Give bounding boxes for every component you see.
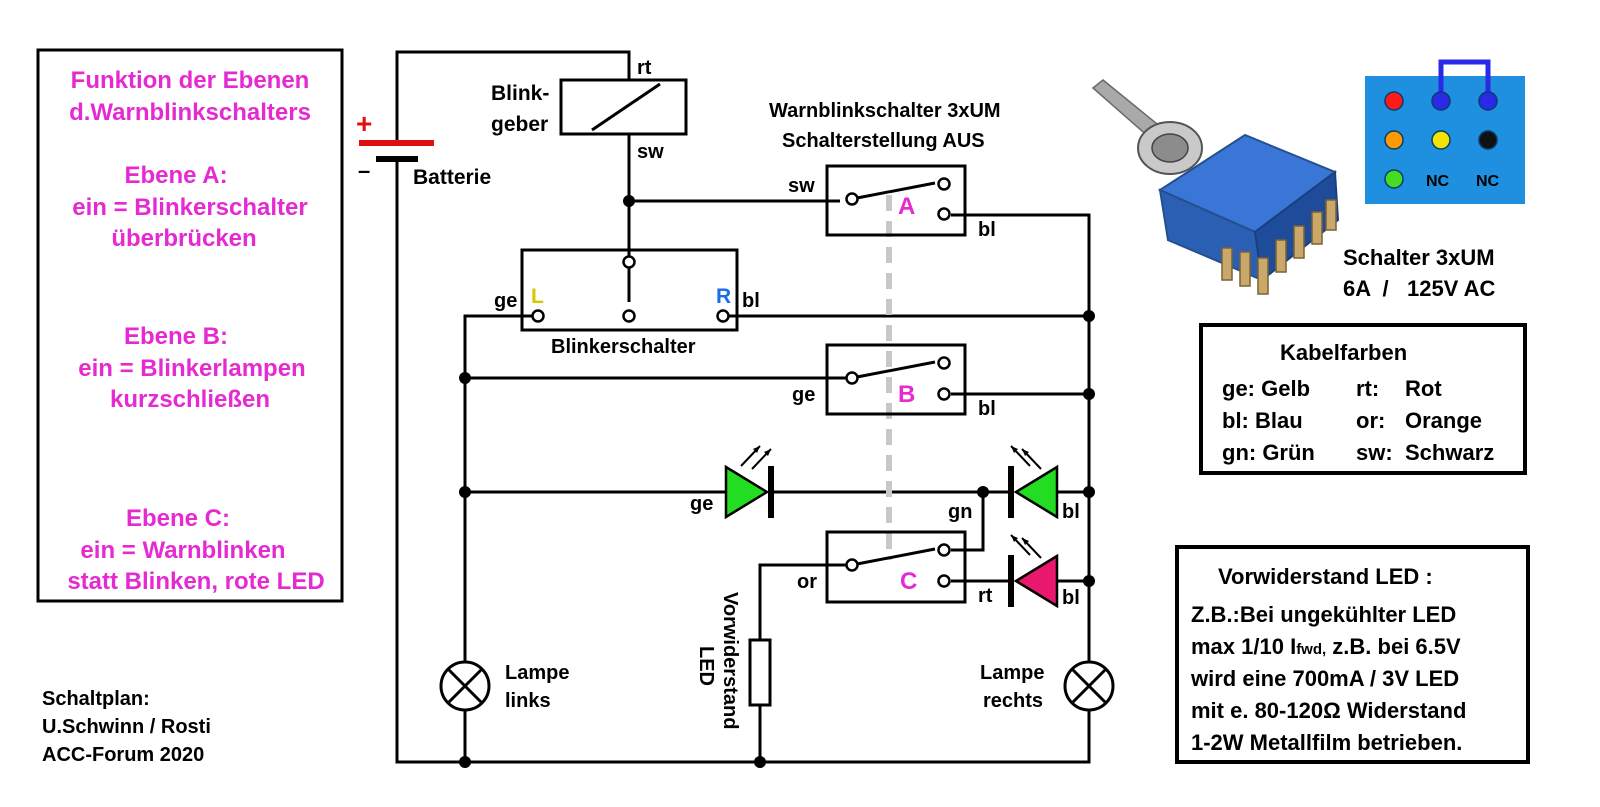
blinkerschalter-label: Blinkerschalter <box>551 336 696 358</box>
red-led <box>1008 534 1059 609</box>
kabel-row2-a: bl: Blau <box>1222 408 1303 433</box>
blinkgeber-label-2: geber <box>491 113 548 136</box>
kabel-row2-b: or: <box>1356 408 1385 433</box>
relay-coil-line <box>591 82 661 132</box>
vorwiderstand-resistor <box>748 638 772 707</box>
switch-a-sw-label: sw <box>788 175 815 197</box>
ebene-c-line-1: ein = Warnblinken <box>80 537 285 564</box>
blinkerschalter-box <box>520 248 739 332</box>
toggle-switch-photo <box>1091 79 1340 295</box>
lamp-left-label-1: Lampe <box>505 662 569 684</box>
ebene-a-line-1: ein = Blinkerschalter <box>72 194 307 221</box>
blinker-bl-wire-label: bl <box>742 290 760 312</box>
kabelfarben-box <box>1199 323 1527 475</box>
ebene-b-line-2: kurzschließen <box>110 386 270 413</box>
switch-a-bl-label: bl <box>978 219 996 241</box>
battery-minus: – <box>358 158 370 183</box>
green-led-right <box>1008 445 1059 520</box>
ebene-c-line-2: statt Blinken, rote LED <box>67 568 324 595</box>
diagram-title: Warnblinkschalter 3xUM <box>769 100 1001 122</box>
led-row-ge-label: ge <box>690 493 713 515</box>
credits-line-2: U.Schwinn / Rosti <box>42 716 211 738</box>
function-heading-1: Funktion der Ebenen <box>71 67 310 94</box>
switch-b-letter: B <box>898 381 915 408</box>
vorwiderstand-box-title: Vorwiderstand LED : <box>1218 564 1433 589</box>
blinkgeber-label-1: Blink- <box>491 82 549 105</box>
kabel-row2-c: Orange <box>1405 408 1482 433</box>
pin-jumper <box>1438 59 1491 99</box>
kabel-row1-c: Rot <box>1405 376 1442 401</box>
ebene-b-line-1: ein = Blinkerlampen <box>78 355 305 382</box>
vorwiderstand-line-5: 1-2W Metallfilm betrieben. <box>1191 730 1462 755</box>
kabelfarben-title: Kabelfarben <box>1280 340 1407 365</box>
switch-b-bl-label: bl <box>978 398 996 420</box>
switch-caption-1: Schalter 3xUM <box>1343 245 1495 270</box>
credits-line-3: ACC-Forum 2020 <box>42 744 204 766</box>
switch-c-or-label: or <box>797 571 817 593</box>
switch-a-letter: A <box>898 193 915 220</box>
blinker-ge-wire-label: ge <box>494 290 517 312</box>
kabel-row3-b: sw: <box>1356 440 1393 465</box>
lamp-left-label-2: links <box>505 690 551 712</box>
kabel-row1-a: ge: Gelb <box>1222 376 1310 401</box>
kabel-row3-c: Schwarz <box>1405 440 1494 465</box>
vorwiderstand-line-2: max 1/10 Ifwd, z.B. bei 6.5V <box>1191 634 1461 659</box>
vorwiderstand-line-2a: max 1/10 I <box>1191 634 1296 659</box>
red-led-bl-label: bl <box>1062 587 1080 609</box>
green-led-left <box>724 445 774 520</box>
kabel-row3-a: gn: Grün <box>1222 440 1315 465</box>
wire-rt-label: rt <box>637 57 652 79</box>
switch-b <box>825 343 967 416</box>
function-heading-2: d.Warnblinkschalters <box>69 99 311 126</box>
function-box <box>36 48 344 603</box>
lamp-right-label-2: rechts <box>983 690 1043 712</box>
ebene-c-title: Ebene C: <box>126 505 230 532</box>
vorwiderstand-line-4: mit e. 80-120Ω Widerstand <box>1191 698 1466 723</box>
blinker-L-label: L <box>531 285 544 308</box>
battery-symbol <box>359 140 434 162</box>
led-row-bl-label: bl <box>1062 501 1080 523</box>
pin-nc-2: NC <box>1476 173 1500 190</box>
credits-line-1: Schaltplan: <box>42 688 150 710</box>
switch-b-ge-label: ge <box>792 384 815 406</box>
diagram-subtitle: Schalterstellung AUS <box>782 130 985 152</box>
pin-dots <box>1384 91 1498 189</box>
switch-c-letter: C <box>900 568 917 595</box>
battery-label: Batterie <box>413 166 491 189</box>
vorwiderstand-box <box>1175 545 1530 764</box>
wire-sw-label: sw <box>637 141 664 163</box>
switch-c-rt-label: rt <box>978 585 993 607</box>
lamp-left <box>439 660 491 712</box>
battery-plus: + <box>356 108 372 139</box>
switch-c <box>825 530 967 604</box>
lamp-right-label-1: Lampe <box>980 662 1044 684</box>
kabel-row1-b: rt: <box>1356 376 1379 401</box>
junction-dots <box>459 195 1095 768</box>
switch-a <box>825 164 967 237</box>
vorwiderstand-label-1: Vorwiderstand <box>719 592 741 729</box>
vorwiderstand-line-2c: z.B. bei 6.5V <box>1326 634 1461 659</box>
vorwiderstand-label-2: LED <box>695 646 717 686</box>
ebene-b-title: Ebene B: <box>124 323 228 350</box>
ebene-a-title: Ebene A: <box>124 162 227 189</box>
vorwiderstand-line-2b: fwd, <box>1296 641 1326 658</box>
vorwiderstand-line-3: wird eine 700mA / 3V LED <box>1190 666 1459 691</box>
ebene-a-line-2: überbrücken <box>111 225 256 252</box>
switch-c-gn-label: gn <box>948 501 972 523</box>
vorwiderstand-line-1: Z.B.:Bei ungekühlter LED <box>1191 602 1456 627</box>
lamp-right <box>1063 660 1115 712</box>
pin-nc-1: NC <box>1426 173 1450 190</box>
switch-caption-2: 6A / 125V AC <box>1343 276 1496 301</box>
blinker-R-label: R <box>716 285 731 308</box>
